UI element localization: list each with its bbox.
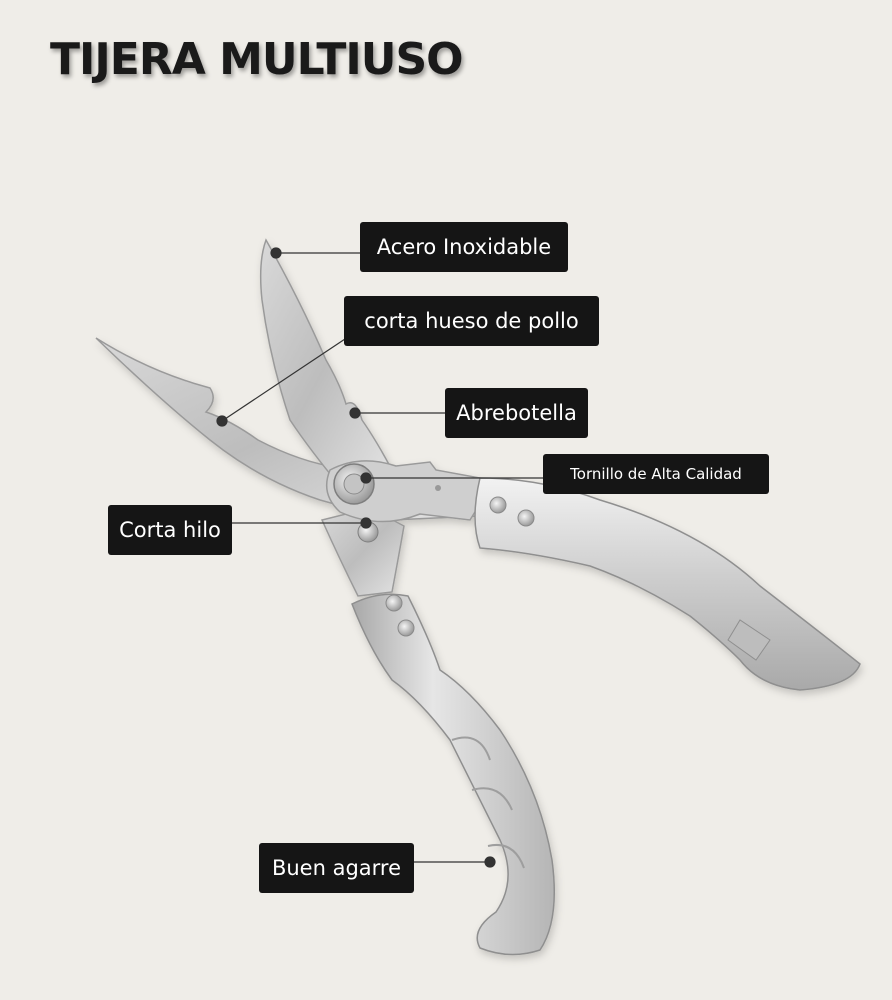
lower-handle [351,593,556,956]
upper-blade-tail [320,507,405,597]
upper-blade [259,238,393,489]
label-abrebotella: Abrebotella [445,388,588,438]
right-handle [474,477,861,691]
label-corta-hilo: Corta hilo [108,505,232,555]
label-tornillo: Tornillo de Alta Calidad [543,454,769,494]
label-corta-hueso: corta hueso de pollo [344,296,599,346]
page-title: TIJERA MULTIUSO [50,34,464,85]
label-buen-agarre: Buen agarre [259,843,414,893]
callout-lines [216,247,544,868]
label-acero-inoxidable: Acero Inoxidable [360,222,568,272]
